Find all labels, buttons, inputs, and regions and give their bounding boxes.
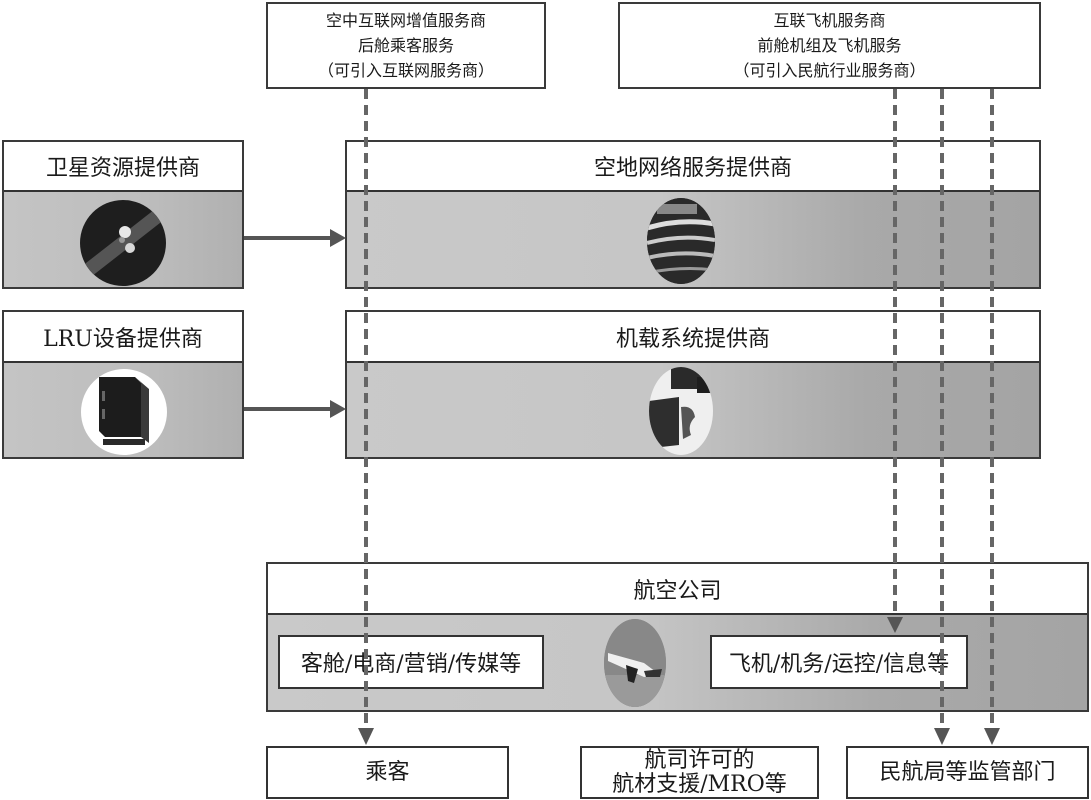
lru-device-icon [81,369,167,455]
satellite-provider-label: 卫星资源提供商 [45,156,200,181]
airline-box: 航空公司 客舱/电商/营销/传媒等 飞机/机务/运控/信息等 [266,562,1089,712]
passenger-box: 乘客 [266,746,509,799]
aircraft-service-line-1: 互联飞机服务商 [773,11,886,30]
lru-provider-panel [4,363,242,457]
air-ground-network-provider-label: 空地网络服务提供商 [593,156,792,181]
passenger-label: 乘客 [365,759,410,785]
mro-label-line-1: 航司许可的 [644,747,755,773]
onboard-system-provider-panel [347,363,1039,457]
air-ground-network-provider-box: 空地网络服务提供商 [345,140,1041,289]
aircraft-service-to-regulator-arrowhead-2 [984,728,1000,745]
onboard-system-icon [649,367,713,455]
aircraft-service-provider-text: 互联飞机服务商 前舱机组及飞机服务 （可引入民航行业服务商） [620,4,1039,87]
air-ground-network-provider-panel [347,192,1039,287]
satellite-to-network-arrowhead [330,229,346,247]
cabin-commerce-media-label: 客舱/电商/营销/传媒等 [300,652,522,677]
regulator-label: 民航局等监管部门 [879,759,1056,785]
onboard-system-provider-box: 机载系统提供商 [345,310,1041,459]
aircraft-service-provider-box: 互联飞机服务商 前舱机组及飞机服务 （可引入民航行业服务商） [618,2,1041,89]
internet-vas-line-3: （可引入互联网服务商） [317,61,494,80]
airline-label: 航空公司 [633,578,722,604]
airline-header: 航空公司 [268,564,1087,615]
internet-vas-line-2: 后舱乘客服务 [357,36,454,55]
airplane-icon [604,619,666,707]
mro-label-line-2: 航材支援/MRO等 [612,771,787,797]
cabin-commerce-media-box: 客舱/电商/营销/传媒等 [278,635,544,689]
internet-vas-line-1: 空中互联网增值服务商 [325,11,486,30]
satellite-provider-header: 卫星资源提供商 [4,142,242,192]
satellite-provider-panel [4,192,242,287]
satellite-icon [80,200,166,286]
lru-to-onboard-arrowhead [330,400,346,418]
aircraft-service-line-2: 前舱机组及飞机服务 [757,36,902,55]
aircraft-maintenance-ops-box: 飞机/机务/运控/信息等 [710,635,968,689]
aircraft-maintenance-ops-label: 飞机/机务/运控/信息等 [728,652,950,677]
aircraft-service-line-3: （可引入民航行业服务商） [733,61,926,80]
aircraft-service-to-regulator-arrowhead-1 [934,728,950,745]
onboard-system-provider-header: 机载系统提供商 [347,312,1039,363]
vas-to-passenger-arrowhead [358,728,374,745]
network-control-center-icon [647,198,715,284]
airline-panel: 客舱/电商/营销/传媒等 飞机/机务/运控/信息等 [268,615,1087,710]
onboard-system-provider-label: 机载系统提供商 [615,326,770,352]
satellite-provider-box: 卫星资源提供商 [2,140,244,289]
lru-provider-label: LRU设备提供商 [43,326,203,352]
internet-vas-provider-box: 空中互联网增值服务商 后舱乘客服务 （可引入互联网服务商） [266,2,546,89]
air-ground-network-provider-header: 空地网络服务提供商 [347,142,1039,192]
regulator-box: 民航局等监管部门 [846,746,1089,799]
mro-box: 航司许可的 航材支援/MRO等 [580,746,819,799]
lru-provider-header: LRU设备提供商 [4,312,242,363]
internet-vas-provider-text: 空中互联网增值服务商 后舱乘客服务 （可引入互联网服务商） [268,4,544,87]
lru-provider-box: LRU设备提供商 [2,310,244,459]
